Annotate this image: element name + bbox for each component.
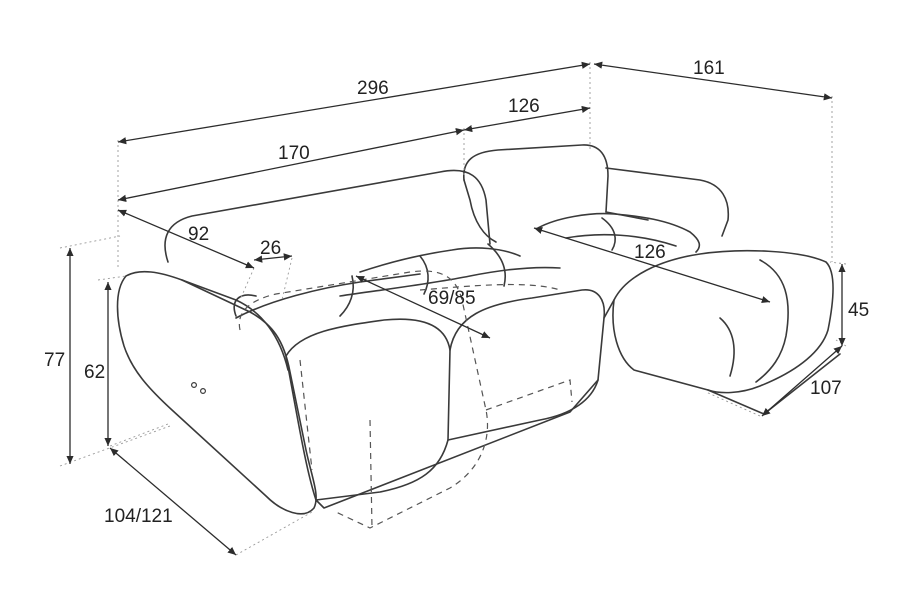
chaise-backrest [463, 144, 609, 213]
dim-line-69-85 [355, 275, 491, 339]
dim-line-26 [253, 253, 293, 263]
seat-divider-c [339, 275, 355, 317]
seat-back-edge [235, 273, 421, 319]
dim-label-armrest-width: 26 [260, 238, 281, 259]
extended-seat-guides [299, 283, 573, 529]
dimension-lines [66, 61, 846, 556]
chaise-armrest [605, 167, 730, 237]
seat-divider-a [419, 255, 429, 295]
dim-label-chaise-back-length: 126 [508, 96, 540, 117]
left-armrest-top [233, 294, 257, 317]
seat-divider-b [487, 243, 506, 287]
dim-label-total-height: 77 [44, 350, 65, 371]
left-armrest-inner [181, 279, 289, 371]
main-backrest [164, 169, 491, 263]
dim-label-chaise-width: 107 [810, 378, 842, 399]
dim-line-92 [117, 209, 255, 269]
dim-label-seat-height: 45 [848, 300, 869, 321]
dim-label-chaise-seat-length: 126 [634, 242, 666, 263]
dim-label-seat-depth-left: 92 [188, 224, 209, 245]
dim-label-main-back-length: 170 [278, 143, 310, 164]
dim-line-170 [117, 128, 465, 202]
dimension-labels: 296 161 126 170 92 26 69/85 126 77 62 45… [44, 58, 869, 527]
control-button-icon [200, 388, 207, 395]
chaise-front-seam [719, 317, 735, 377]
dim-line-126-chaise [533, 226, 771, 304]
dim-line-161 [593, 61, 833, 101]
dim-line-107 [761, 345, 843, 417]
dim-label-armrest-height: 62 [84, 362, 105, 383]
dim-label-sofa-depth: 104/121 [104, 506, 173, 527]
seat-cushion-middle [447, 289, 606, 441]
main-base [315, 379, 599, 509]
dim-label-total-length: 296 [357, 78, 389, 99]
dim-line-126-top [463, 105, 591, 133]
chaise-front-split [755, 259, 789, 383]
extended-seat-outline [238, 270, 489, 529]
left-armrest [116, 270, 317, 515]
sofa-drawing [116, 144, 841, 529]
control-button-icon [191, 382, 198, 389]
dim-line-104-121 [109, 447, 237, 556]
dim-label-corner-depth: 161 [693, 58, 725, 79]
backrest-joint [463, 179, 497, 243]
dim-label-seat-depth-extended: 69/85 [428, 288, 476, 309]
seat-back-row [359, 247, 521, 273]
seat-cushion-front [285, 318, 451, 501]
